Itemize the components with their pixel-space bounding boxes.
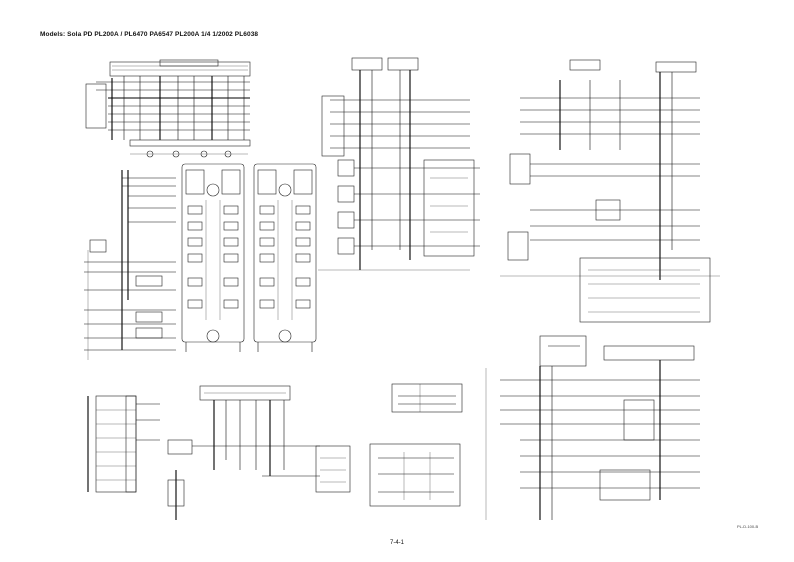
left-wiring-group	[84, 170, 176, 360]
pcb-board-1	[181, 163, 245, 352]
top-center-block	[318, 57, 480, 271]
page-number: 7-4-1	[390, 540, 405, 546]
top-right-block	[500, 59, 720, 323]
pcb-board-2	[253, 163, 317, 352]
bottom-left-block	[87, 395, 160, 493]
document-code: PL-D-100-B	[737, 524, 759, 529]
bottom-right-block	[485, 335, 700, 520]
lower-mid-block	[369, 443, 461, 507]
mid-small-block	[391, 383, 463, 413]
terminal-block-top-left	[85, 59, 251, 158]
page-title: Models: Sola PD PL200A / PL6470 PA6547 P…	[40, 31, 259, 38]
bottom-center-block	[167, 385, 351, 520]
